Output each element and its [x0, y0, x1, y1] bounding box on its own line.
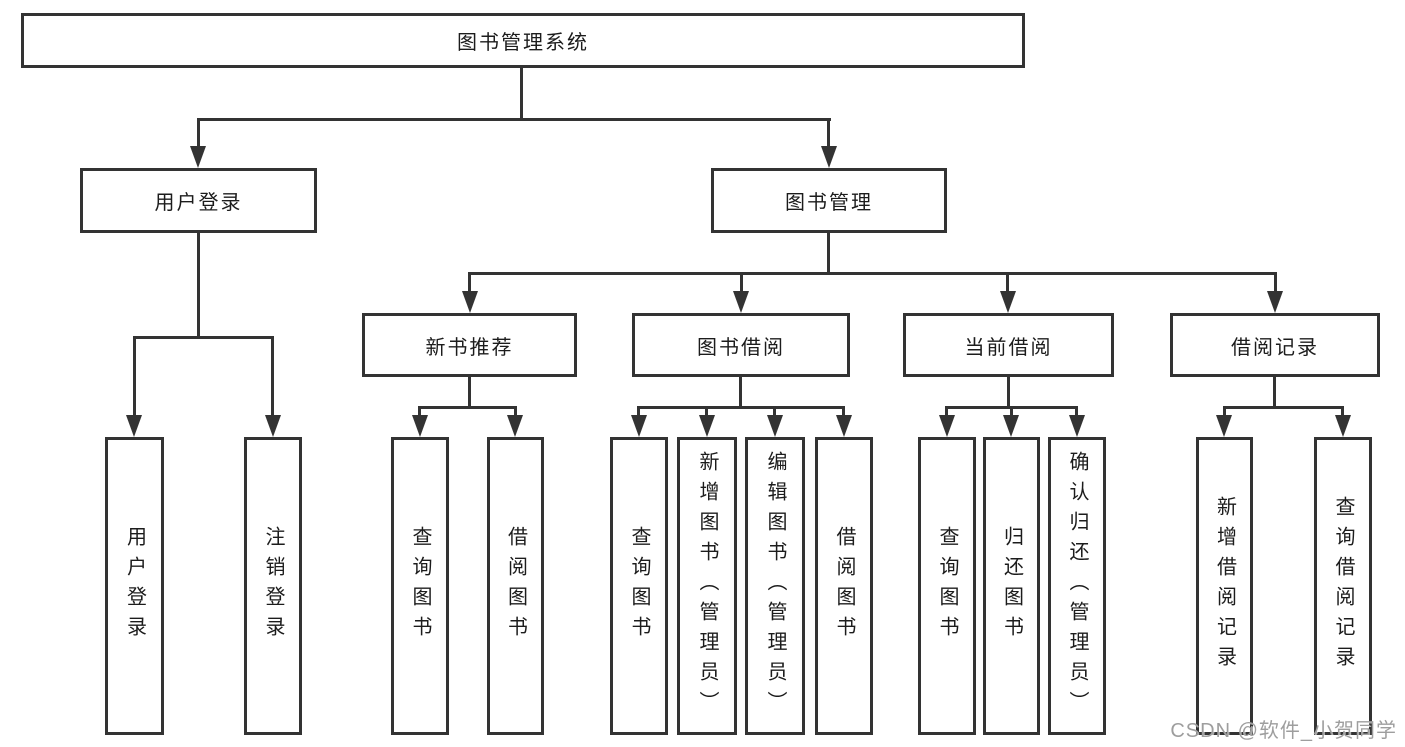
connector-line: [1006, 272, 1009, 293]
connector-line: [827, 118, 830, 148]
node-current-borrow-label: 当前借阅: [964, 336, 1053, 359]
leaf-query-books-recommend-label: 查询图书: [409, 526, 431, 646]
connector-bar: [197, 118, 831, 121]
arrow-down-icon: [462, 291, 478, 313]
leaf-logout-login-label: 注销登录: [262, 526, 284, 646]
root-node-label: 图书管理系统: [457, 32, 589, 54]
node-user-login-label: 用户登录: [154, 192, 243, 214]
connector-line: [740, 272, 743, 293]
leaf-edit-book-admin-label: 编辑图书（管理员）: [764, 451, 786, 721]
arrow-down-icon: [631, 415, 647, 437]
connector-bar: [1223, 406, 1344, 409]
leaf-query-books-recommend: 查询图书: [391, 437, 449, 735]
leaf-return-book-label: 归还图书: [1000, 526, 1023, 646]
connector-bar: [469, 272, 1276, 275]
leaf-add-borrow-record-label: 新增借阅记录: [1213, 496, 1236, 676]
arrow-down-icon: [699, 415, 715, 437]
connector-bar: [638, 406, 845, 409]
leaf-edit-book-admin: 编辑图书（管理员）: [745, 437, 805, 735]
connector-line: [1010, 406, 1013, 417]
arrow-down-icon: [821, 146, 837, 168]
connector-line: [197, 233, 200, 336]
arrow-down-icon: [1000, 291, 1016, 313]
leaf-borrow-books-label: 借阅图书: [833, 526, 855, 646]
node-book-borrow-label: 图书借阅: [697, 336, 785, 359]
arrow-down-icon: [1069, 415, 1085, 437]
node-user-login: 用户登录: [80, 168, 317, 233]
connector-line: [520, 68, 523, 120]
leaf-borrow-books-recommend: 借阅图书: [487, 437, 544, 735]
csdn-watermark: CSDN @软件_小贺同学: [1170, 720, 1397, 742]
leaf-borrow-books-recommend-label: 借阅图书: [504, 526, 527, 646]
arrow-down-icon: [836, 415, 852, 437]
node-new-book-recommend: 新书推荐: [362, 313, 577, 377]
leaf-query-books-current-label: 查询图书: [936, 526, 958, 646]
arrow-down-icon: [733, 291, 749, 313]
connector-bar: [133, 336, 274, 339]
root-node-library-management-system: 图书管理系统: [21, 13, 1025, 68]
connector-line: [271, 336, 274, 417]
node-book-management-label: 图书管理: [785, 192, 873, 214]
connector-line: [514, 406, 517, 417]
connector-line: [1274, 272, 1277, 293]
connector-line: [468, 377, 471, 406]
connector-line: [1007, 377, 1010, 406]
connector-line: [418, 406, 421, 417]
leaf-query-borrow-record-label: 查询借阅记录: [1332, 496, 1354, 676]
connector-line: [1341, 406, 1344, 417]
leaf-query-books-borrow-label: 查询图书: [628, 526, 650, 646]
node-current-borrow: 当前借阅: [903, 313, 1114, 377]
connector-line: [945, 406, 948, 417]
arrow-down-icon: [412, 415, 428, 437]
arrow-down-icon: [939, 415, 955, 437]
connector-line: [1075, 406, 1078, 417]
leaf-query-borrow-record: 查询借阅记录: [1314, 437, 1372, 735]
node-borrow-records-label: 借阅记录: [1231, 336, 1319, 359]
leaf-confirm-return-admin: 确认归还（管理员）: [1048, 437, 1106, 735]
leaf-user-login-label: 用户登录: [123, 526, 146, 646]
leaf-query-books-borrow: 查询图书: [610, 437, 668, 735]
node-book-borrow: 图书借阅: [632, 313, 850, 377]
node-borrow-records: 借阅记录: [1170, 313, 1380, 377]
leaf-add-book-admin-label: 新增图书（管理员）: [696, 451, 718, 721]
arrow-down-icon: [767, 415, 783, 437]
arrow-down-icon: [190, 146, 206, 168]
arrow-down-icon: [1216, 415, 1232, 437]
connector-line: [773, 406, 776, 417]
arrow-down-icon: [1003, 415, 1019, 437]
arrow-down-icon: [265, 415, 281, 437]
connector-line: [468, 272, 471, 293]
node-book-management: 图书管理: [711, 168, 947, 233]
connector-line: [827, 233, 830, 272]
connector-line: [1223, 406, 1226, 417]
node-new-book-recommend-label: 新书推荐: [425, 336, 514, 359]
connector-bar: [419, 406, 517, 409]
leaf-add-borrow-record: 新增借阅记录: [1196, 437, 1253, 735]
leaf-confirm-return-admin-label: 确认归还（管理员）: [1066, 451, 1088, 721]
leaf-logout-login: 注销登录: [244, 437, 302, 735]
arrow-down-icon: [1267, 291, 1283, 313]
leaf-query-books-current: 查询图书: [918, 437, 976, 735]
arrow-down-icon: [126, 415, 142, 437]
connector-line: [637, 406, 640, 417]
connector-line: [842, 406, 845, 417]
leaf-borrow-books: 借阅图书: [815, 437, 873, 735]
arrow-down-icon: [507, 415, 523, 437]
connector-line: [197, 118, 200, 148]
arrow-down-icon: [1335, 415, 1351, 437]
leaf-return-book: 归还图书: [983, 437, 1040, 735]
connector-line: [1273, 377, 1276, 406]
connector-line: [739, 377, 742, 406]
leaf-add-book-admin: 新增图书（管理员）: [677, 437, 737, 735]
connector-line: [705, 406, 708, 417]
connector-line: [133, 336, 136, 417]
leaf-user-login: 用户登录: [105, 437, 164, 735]
